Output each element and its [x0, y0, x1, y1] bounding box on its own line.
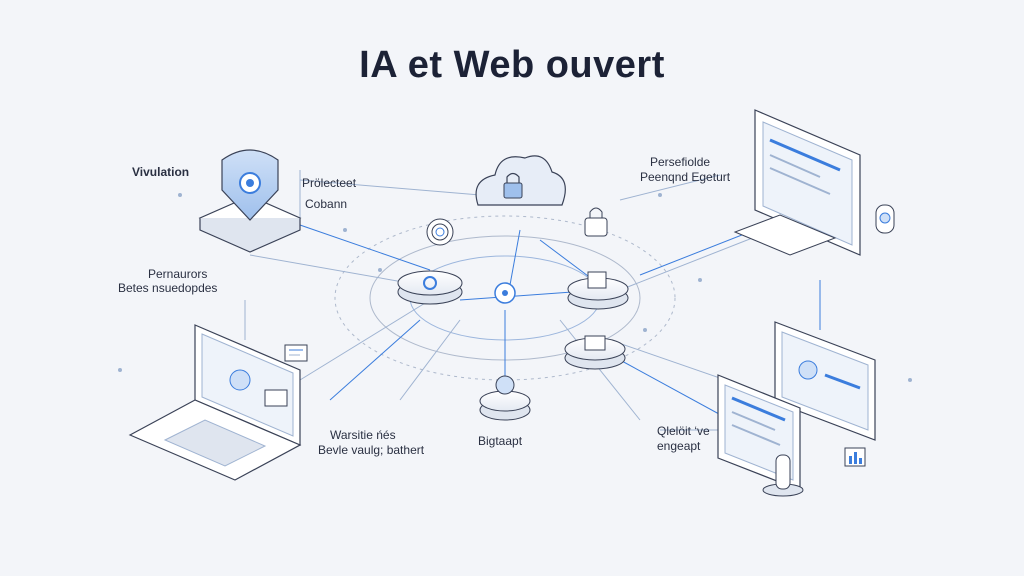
label-bottom-center: Bigtaapt [478, 434, 523, 448]
tablet-icon [717, 374, 804, 497]
laptop-icon [128, 324, 302, 481]
label-top-left: Vivulation [132, 165, 190, 179]
user-circle-icon [875, 204, 895, 234]
hub-disc-icon [397, 270, 629, 421]
label-bottom-right-1: Qlelöit ‘ve [657, 424, 710, 438]
label-left-low-2: Betes nsuedopdes [118, 281, 218, 295]
label-top-right-2: Peenqnd Egeturt [640, 170, 731, 184]
decorative-dots [118, 193, 912, 382]
label-bottom-left-2: Bevle vaulg; bathert [318, 443, 425, 457]
label-bottom-left-1: Warsitie ńés [330, 428, 396, 442]
label-left-low-1: Pernaurors [148, 267, 208, 281]
document-icon [284, 344, 308, 362]
label-bottom-right-2: engeapt [657, 439, 701, 453]
padlock-icon [584, 207, 608, 237]
fingerprint-icon [426, 218, 454, 246]
label-left-mid-1: Prölecteet [302, 176, 357, 190]
diagram-title: IA et Web ouvert [359, 44, 665, 86]
monitor-icon [733, 109, 861, 256]
cloud-lock-icon [475, 155, 566, 206]
chart-icon [844, 447, 866, 467]
connection-lines [244, 170, 821, 431]
shield-lock-icon [198, 149, 302, 253]
label-top-right-1: Persefiolde [650, 155, 711, 169]
label-left-mid-2: Cobann [305, 197, 348, 211]
